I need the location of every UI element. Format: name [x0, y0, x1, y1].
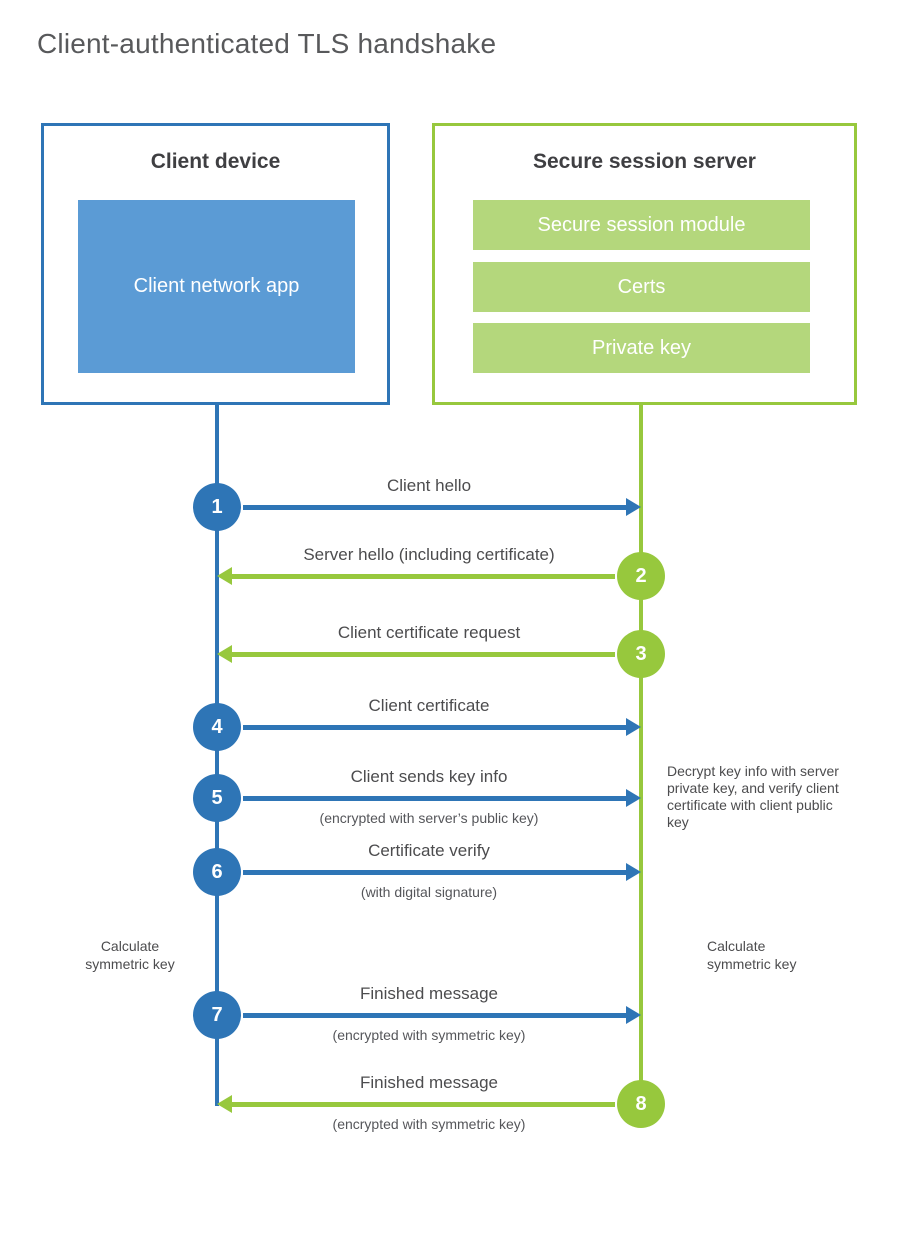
- step-3-arrow: [217, 645, 641, 663]
- client-device-title: Client device: [150, 150, 281, 173]
- step-2-label: Server hello (including certificate): [303, 545, 555, 564]
- step-4-marker: 4: [193, 703, 241, 751]
- step-5-sublabel: (encrypted with server’s public key): [319, 810, 539, 826]
- step-2-marker: 2: [617, 552, 665, 600]
- step-8-sublabel: (encrypted with symmetric key): [332, 1116, 526, 1132]
- step-1-marker: 1: [193, 483, 241, 531]
- step-6-label: Certificate verify: [368, 841, 490, 860]
- client-lifeline: [215, 405, 219, 1106]
- step-8-marker: 8: [617, 1080, 665, 1128]
- page-title: Client-authenticated TLS handshake: [37, 28, 497, 59]
- server-box: Secure session server Secure session mod…: [432, 123, 857, 405]
- step-4-label: Client certificate: [368, 696, 490, 715]
- server-module-secure-session: Secure session module: [473, 200, 810, 250]
- step-3-marker: 3: [617, 630, 665, 678]
- calculate-symmetric-key-note-server: Calculate symmetric key: [707, 938, 797, 972]
- server-lifeline: [639, 405, 643, 1106]
- server-module-certs: Certs: [473, 262, 810, 312]
- step-1-label: Client hello: [386, 476, 472, 495]
- client-network-app-box: Client network app: [78, 200, 355, 373]
- client-device-box: Client device Client network app: [41, 123, 390, 405]
- step-5-label: Client sends key info: [350, 767, 508, 786]
- step-5-arrow: [217, 789, 641, 807]
- calculate-symmetric-key-note-client: Calculate symmetric key: [85, 938, 175, 972]
- step-3-label: Client certificate request: [337, 623, 521, 642]
- step-8-label: Finished message: [360, 1073, 498, 1092]
- step-8-arrow: [217, 1095, 641, 1113]
- step-4-arrow: [217, 718, 641, 736]
- server-title: Secure session server: [533, 150, 756, 173]
- server-module-private-key: Private key: [473, 323, 810, 373]
- step-7-label: Finished message: [360, 984, 498, 1003]
- decrypt-note: Decrypt key info with server private key…: [667, 763, 839, 830]
- step-7-marker: 7: [193, 991, 241, 1039]
- step-7-sublabel: (encrypted with symmetric key): [332, 1027, 526, 1043]
- step-5-marker: 5: [193, 774, 241, 822]
- step-1-arrow: [217, 498, 641, 516]
- step-7-arrow: [217, 1006, 641, 1024]
- step-2-arrow: [217, 567, 641, 585]
- step-6-sublabel: (with digital signature): [360, 884, 498, 900]
- step-6-arrow: [217, 863, 641, 881]
- step-6-marker: 6: [193, 848, 241, 896]
